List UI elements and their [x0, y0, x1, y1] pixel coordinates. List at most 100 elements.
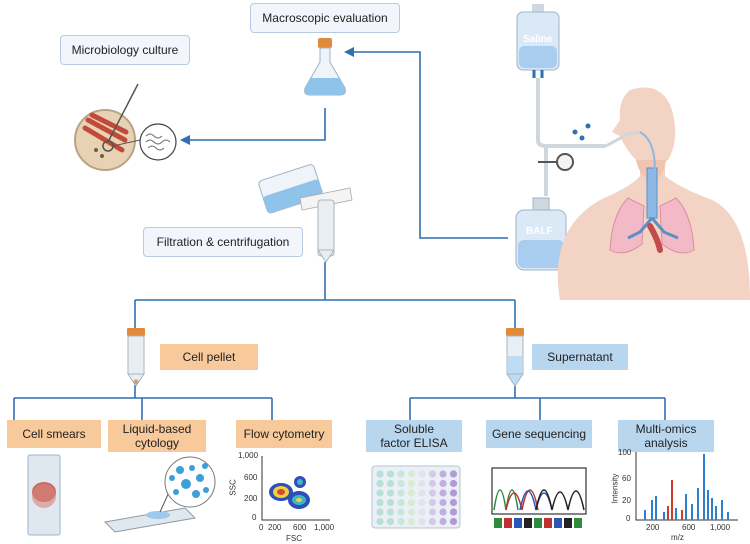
saline-label: Saline [523, 34, 553, 45]
petri-dish-icon [74, 83, 177, 171]
elisa-well [428, 508, 437, 516]
elisa-well [439, 508, 447, 516]
elisa-well [418, 489, 426, 497]
elisa-well [407, 470, 416, 478]
elisa-well [418, 517, 426, 526]
cytology-slide-icon [103, 456, 216, 533]
elisa-well [449, 508, 458, 516]
elisa-well [439, 479, 447, 488]
elisa-well [418, 470, 426, 478]
elisa-well [376, 489, 384, 497]
ms-y-tick: 0 [626, 514, 631, 523]
mass-spectrum-plot [635, 452, 738, 521]
flow-x-tick: 200 [268, 523, 282, 532]
flow-x-tick: 600 [293, 523, 307, 532]
liquid-based-cytology-box: Liquid-based cytology [108, 420, 206, 452]
elisa-well [397, 498, 405, 507]
elisa-well [386, 498, 395, 507]
person-lungs-icon [557, 87, 750, 300]
flow-x-tick: 1,000 [314, 523, 335, 532]
elisa-well [449, 517, 458, 526]
ms-x-axis-label: m/z [671, 533, 684, 542]
elisa-well [376, 517, 384, 526]
ms-y-tick: 100 [618, 448, 632, 457]
elisa-well [407, 479, 416, 488]
flow-cytometry-box: Flow cytometry [236, 420, 332, 448]
balf-bottle-icon [515, 197, 567, 271]
filtration-icon [258, 164, 353, 263]
ms-x-tick: 1,000 [710, 523, 731, 532]
tube-icon-supernatant [506, 328, 524, 387]
elisa-well [407, 508, 416, 516]
elisa-well [376, 479, 384, 488]
ms-y-tick: 60 [622, 474, 631, 483]
flow-x-axis-label: FSC [286, 534, 302, 543]
elisa-well [418, 479, 426, 488]
cell-pellet-box: Cell pellet [160, 344, 258, 370]
flow-cytometry-plot [261, 456, 330, 521]
elisa-well [376, 470, 384, 478]
elisa-well [428, 517, 437, 526]
connectors [13, 51, 666, 420]
ms-x-tick: 200 [646, 523, 660, 532]
tube-icon-pellet [127, 328, 145, 387]
ms-x-tick: 600 [682, 523, 696, 532]
filtration-centrifugation-box: Filtration & centrifugation [143, 227, 303, 257]
elisa-well [449, 479, 458, 488]
gene-sequencing-box: Gene sequencing [486, 420, 592, 448]
elisa-well [397, 479, 405, 488]
elisa-well [418, 508, 426, 516]
elisa-well [428, 489, 437, 497]
elisa-well [449, 470, 458, 478]
flow-y-tick: 600 [244, 473, 258, 482]
flow-x-tick: 0 [259, 523, 264, 532]
elisa-well [376, 508, 384, 516]
arrowhead-macro [344, 47, 354, 57]
flow-y-tick: 0 [252, 513, 257, 522]
supernatant-box: Supernatant [532, 344, 628, 370]
elisa-well [428, 470, 437, 478]
elisa-plate-icon [371, 465, 461, 529]
cell-smears-box: Cell smears [7, 420, 101, 448]
flow-y-tick: 1,000 [238, 451, 259, 460]
elisa-well [386, 489, 395, 497]
elisa-well [376, 498, 384, 507]
sequencing-chromatogram-icon [491, 467, 587, 528]
elisa-well [397, 508, 405, 516]
cell-smear-slide-icon [27, 454, 61, 536]
elisa-well [439, 470, 447, 478]
elisa-well [439, 498, 447, 507]
microbiology-culture-box: Microbiology culture [60, 35, 190, 65]
arrowhead-micro [180, 135, 190, 145]
elisa-well [418, 498, 426, 507]
elisa-well [397, 470, 405, 478]
elisa-well [449, 498, 458, 507]
elisa-well [439, 517, 447, 526]
elisa-well [397, 489, 405, 497]
elisa-well [407, 498, 416, 507]
macroscopic-evaluation-box: Macroscopic evaluation [250, 3, 400, 33]
balf-label: BALF [526, 226, 553, 237]
ms-y-tick: 20 [622, 496, 631, 505]
soluble-factor-elisa-box: Soluble factor ELISA [366, 420, 462, 452]
saline-bag-icon [516, 4, 606, 196]
elisa-well [407, 489, 416, 497]
flow-y-tick: 200 [244, 494, 258, 503]
macro-to-micro-line [188, 108, 326, 141]
elisa-well [428, 479, 437, 488]
multi-omics-analysis-box: Multi-omics analysis [618, 420, 714, 452]
balf-to-macro-line [352, 51, 508, 239]
elisa-well [386, 508, 395, 516]
elisa-well [428, 498, 437, 507]
elisa-well [407, 517, 416, 526]
elisa-well [449, 489, 458, 497]
flask-icon [304, 38, 346, 96]
elisa-well [397, 517, 405, 526]
ms-y-axis-label: Intensity [610, 473, 620, 504]
elisa-well [386, 517, 395, 526]
flow-y-axis-label: SSC [228, 479, 238, 496]
elisa-well [386, 479, 395, 488]
elisa-well [386, 470, 395, 478]
